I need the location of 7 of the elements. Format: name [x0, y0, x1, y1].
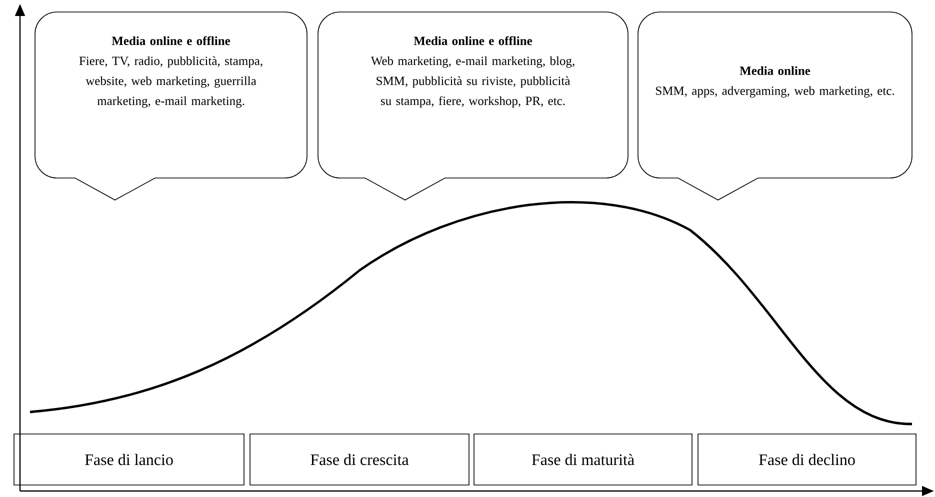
speech-bubble: Media online e offline Web marketing, e-mail marketing, blog, SMM, pubblicità su riviste, pubblicità su stampa, fiere, workshop, PR, etc.: [318, 12, 628, 200]
phase-box: Fase di crescita: [250, 434, 470, 486]
phase-box: Fase di lancio: [14, 434, 244, 486]
phase-box: Fase di maturità: [474, 434, 692, 486]
phase-box: Fase di declino: [698, 434, 916, 486]
speech-bubble: Media online SMM, apps, advergaming, web marketing, etc.: [638, 12, 912, 200]
speech-bubble: Media online e offline Fiere, TV, radio, pubblicità, stampa, website, web marketing, guerrilla marketing, e-mail marketing.: [34, 12, 308, 200]
